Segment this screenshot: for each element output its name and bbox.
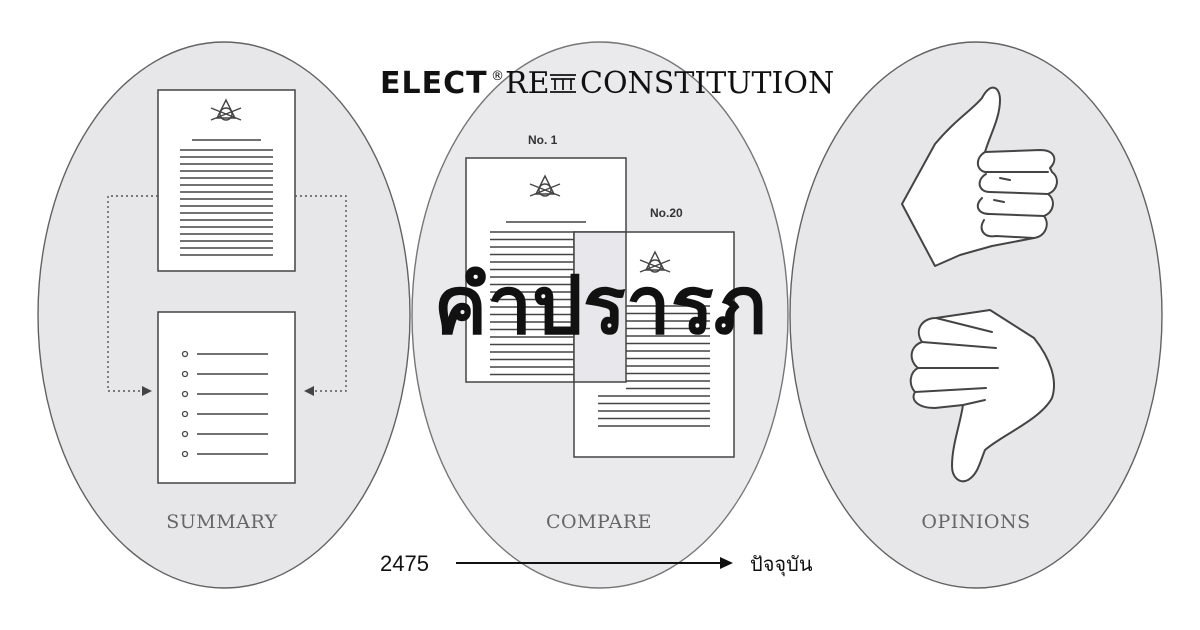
- temple-icon: [550, 74, 576, 93]
- emblem-icon: [639, 250, 671, 273]
- bullet-icon: [181, 450, 189, 458]
- thumbs-up-icon: [901, 86, 1058, 267]
- opinions-illustration: [901, 86, 1058, 483]
- brand-registered-mark: ®: [491, 69, 504, 84]
- compare-doc-b-label: No.20: [650, 206, 683, 220]
- timeline-end: ปัจจุบัน: [750, 552, 813, 577]
- summary-bullet-document: [157, 311, 296, 484]
- compare-document-b: [573, 231, 735, 458]
- timeline-start: 2475: [380, 551, 429, 576]
- opinions-label: OPINIONS: [921, 511, 1030, 533]
- section-labels: SUMMARY COMPARE OPINIONS: [166, 511, 1030, 533]
- brand-constitution: CONSTITUTION: [580, 66, 834, 101]
- compare-illustration: No. 1 No.20 คำปรารภ: [434, 133, 767, 458]
- summary-flow-arrows: [107, 195, 347, 392]
- brand-logo: ELECT ® RE CONSTITUTION: [380, 66, 834, 101]
- compare-doc-a-label: No. 1: [528, 133, 558, 147]
- timeline-arrow-icon: [720, 557, 733, 569]
- summary-illustration: [107, 89, 347, 484]
- compare-label: COMPARE: [546, 511, 652, 533]
- bullet-icon: [181, 430, 189, 438]
- summary-source-document: [157, 89, 296, 272]
- emblem-icon: [529, 174, 561, 197]
- bullet-icon: [181, 410, 189, 418]
- summary-label: SUMMARY: [166, 511, 277, 533]
- headline-title: คำปรารภ: [434, 259, 767, 352]
- thumbs-down-icon: [909, 309, 1055, 483]
- brand-re: RE: [505, 66, 550, 101]
- emblem-icon: [210, 98, 242, 121]
- bullet-icon: [181, 370, 189, 378]
- bullet-icon: [181, 350, 189, 358]
- brand-elect: ELECT: [380, 66, 488, 101]
- arrow-left-icon: [304, 386, 314, 396]
- timeline: 2475 ปัจจุบัน: [380, 551, 813, 577]
- bullet-icon: [181, 390, 189, 398]
- arrow-right-icon: [142, 386, 152, 396]
